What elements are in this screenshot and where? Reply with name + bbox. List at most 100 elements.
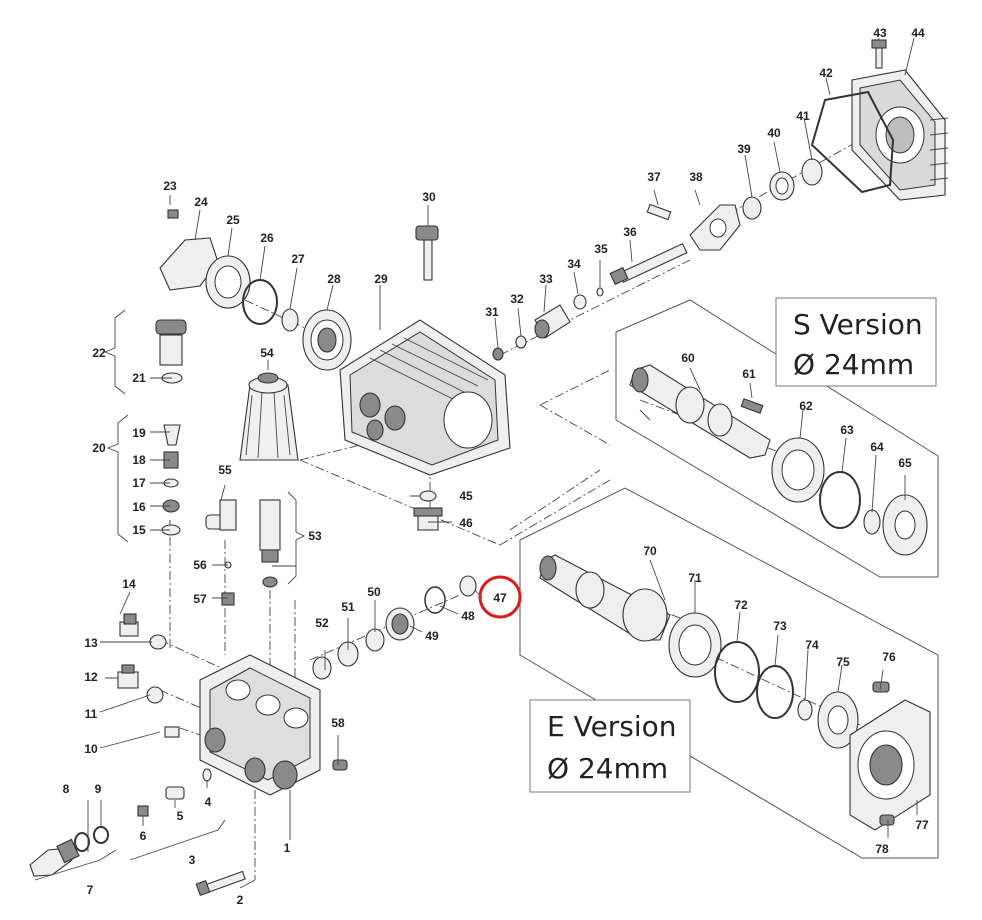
screw-head-43 [871, 39, 887, 49]
flange-77 [849, 699, 931, 831]
ring-52 [312, 656, 332, 680]
part-label-52: 52 [315, 616, 329, 630]
part-label-25: 25 [226, 213, 240, 227]
ring-72 [714, 641, 760, 703]
seal-47 [459, 575, 477, 597]
part-label-34: 34 [567, 257, 581, 271]
part-label-51: 51 [341, 600, 355, 614]
plug-12 [117, 664, 139, 689]
part-label-60: 60 [681, 351, 695, 365]
part-label-40: 40 [767, 126, 781, 140]
ring-74 [797, 699, 813, 721]
part-label-48: 48 [461, 609, 475, 623]
part-label-18: 18 [132, 453, 146, 467]
s-version-box: S Version Ø 24mm [775, 297, 937, 387]
bearing-62 [771, 437, 825, 503]
e-version-title: E Version [547, 710, 677, 743]
part-label-16: 16 [132, 500, 146, 514]
ring-63 [819, 471, 861, 529]
gasket-42 [810, 90, 895, 194]
bracket-22 [103, 309, 126, 395]
part-label-21: 21 [132, 371, 146, 385]
oring-9 [93, 826, 109, 844]
bearing-71 [668, 612, 722, 678]
part-label-20: 20 [92, 441, 106, 455]
s-version-title: S Version [793, 308, 923, 341]
screw-58 [332, 759, 348, 771]
highlight-circle-47 [478, 575, 522, 619]
circlip-27 [281, 308, 299, 332]
part-label-44: 44 [911, 26, 925, 40]
eccentric-38 [689, 204, 741, 251]
seal-50 [365, 628, 385, 652]
sleeve-5 [165, 786, 185, 800]
part-label-12: 12 [84, 670, 98, 684]
part-label-3: 3 [189, 853, 196, 867]
oring-13 [149, 634, 167, 650]
screw-23 [167, 209, 179, 219]
part-label-61: 61 [742, 367, 756, 381]
valve-seat-19 [163, 424, 181, 446]
plug-10 [164, 726, 180, 738]
part-label-78: 78 [875, 842, 889, 856]
part-label-58: 58 [331, 716, 345, 730]
e-version-diameter: Ø 24mm [547, 752, 668, 785]
part-label-23: 23 [163, 179, 177, 193]
circlip-39 [742, 196, 762, 220]
part-label-46: 46 [459, 516, 473, 530]
dipstick-30 [415, 225, 439, 281]
part-label-30: 30 [422, 190, 436, 204]
part-label-45: 45 [459, 489, 473, 503]
washer-35 [596, 287, 604, 297]
part-label-17: 17 [132, 476, 146, 490]
screw-43 [875, 45, 883, 69]
part-label-27: 27 [291, 252, 305, 266]
part-label-4: 4 [205, 795, 212, 809]
sleeve-33 [534, 304, 571, 339]
circlip-64 [863, 509, 881, 535]
part-label-10: 10 [84, 742, 98, 756]
bracket-3 [129, 819, 226, 861]
part-label-56: 56 [193, 558, 207, 572]
oring-48 [424, 586, 446, 614]
crankcase-29 [339, 319, 511, 476]
plug-46 [413, 507, 443, 531]
washer-34 [573, 294, 587, 310]
pump-head-1 [199, 654, 321, 796]
part-label-77: 77 [915, 818, 929, 832]
part-number-labels: 1 2 3 4 5 6 7 8 9 10 11 12 13 14 15 16 1… [63, 26, 929, 907]
part-label-22: 22 [92, 346, 106, 360]
part-label-50: 50 [367, 585, 381, 599]
key-61 [740, 398, 764, 414]
part-label-55: 55 [218, 463, 232, 477]
part-label-64: 64 [870, 440, 884, 454]
part-label-29: 29 [374, 272, 388, 286]
oring-8 [74, 832, 90, 852]
part-label-26: 26 [260, 231, 274, 245]
seal-53b [262, 576, 278, 588]
screw-6 [137, 805, 149, 817]
oring-26 [242, 279, 278, 325]
oring-41 [801, 158, 823, 186]
part-label-19: 19 [132, 426, 146, 440]
shaft-36 [609, 242, 688, 286]
leader-lines [87, 37, 918, 889]
part-label-24: 24 [194, 195, 208, 209]
part-label-5: 5 [177, 809, 184, 823]
part-label-70: 70 [643, 544, 657, 558]
part-label-15: 15 [132, 523, 146, 537]
part-label-75: 75 [836, 655, 850, 669]
circlip-73 [756, 665, 794, 719]
part-label-36: 36 [623, 225, 637, 239]
e-version-box: E Version Ø 24mm [529, 699, 691, 793]
part-label-65: 65 [898, 456, 912, 470]
oring-45 [419, 490, 437, 502]
screw-78 [879, 814, 895, 826]
part-label-39: 39 [737, 142, 751, 156]
spring-57 [221, 592, 235, 606]
knob-54 [239, 372, 299, 461]
bearing-28 [302, 309, 352, 371]
part-label-49: 49 [425, 629, 439, 643]
part-label-42: 42 [819, 66, 833, 80]
